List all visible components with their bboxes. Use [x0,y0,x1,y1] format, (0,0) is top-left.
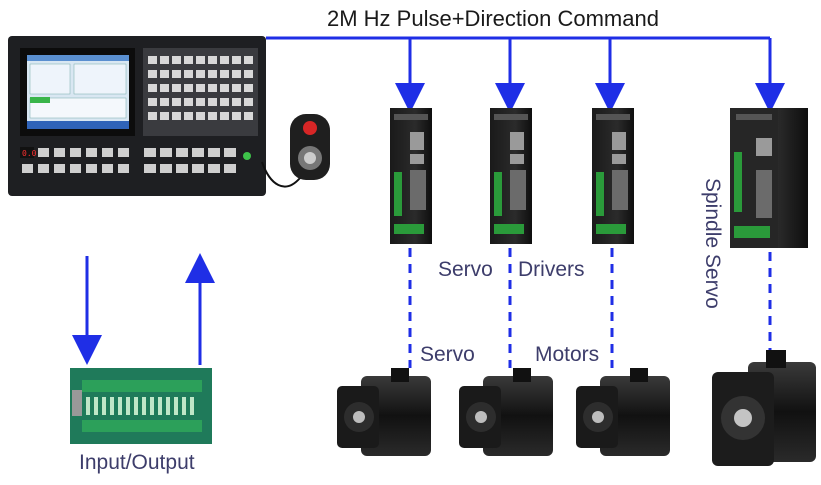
handwheel-pendant [261,114,330,188]
servo-driver [490,108,532,244]
motor-connections [408,248,772,368]
status-lamp [243,152,251,160]
servo-drivers-label-1: Servo [438,258,493,281]
servo-drivers-label-2: Drivers [518,258,585,281]
io-arrows [72,253,215,365]
servo-motor [459,368,553,456]
diagram-title: 2M Hz Pulse+Direction Command [327,6,659,31]
servo-motor [337,368,431,456]
command-bus [266,36,785,113]
controller-indicator: 0.0 [22,149,37,158]
cnc-controller: 0.0 [8,36,266,196]
spindle-servo-label: Spindle Servo [701,178,724,309]
keypad [148,56,253,120]
operator-buttons [22,148,236,173]
servo-driver [592,108,634,244]
servo-motor [576,368,670,456]
spindle-motor [712,350,816,466]
spindle-servo-driver [730,108,808,248]
io-label: Input/Output [79,451,195,474]
servo-motors-label-1: Servo [420,343,475,366]
servo-driver [390,108,432,244]
servo-motors-label-2: Motors [535,343,600,366]
io-board [70,368,212,444]
